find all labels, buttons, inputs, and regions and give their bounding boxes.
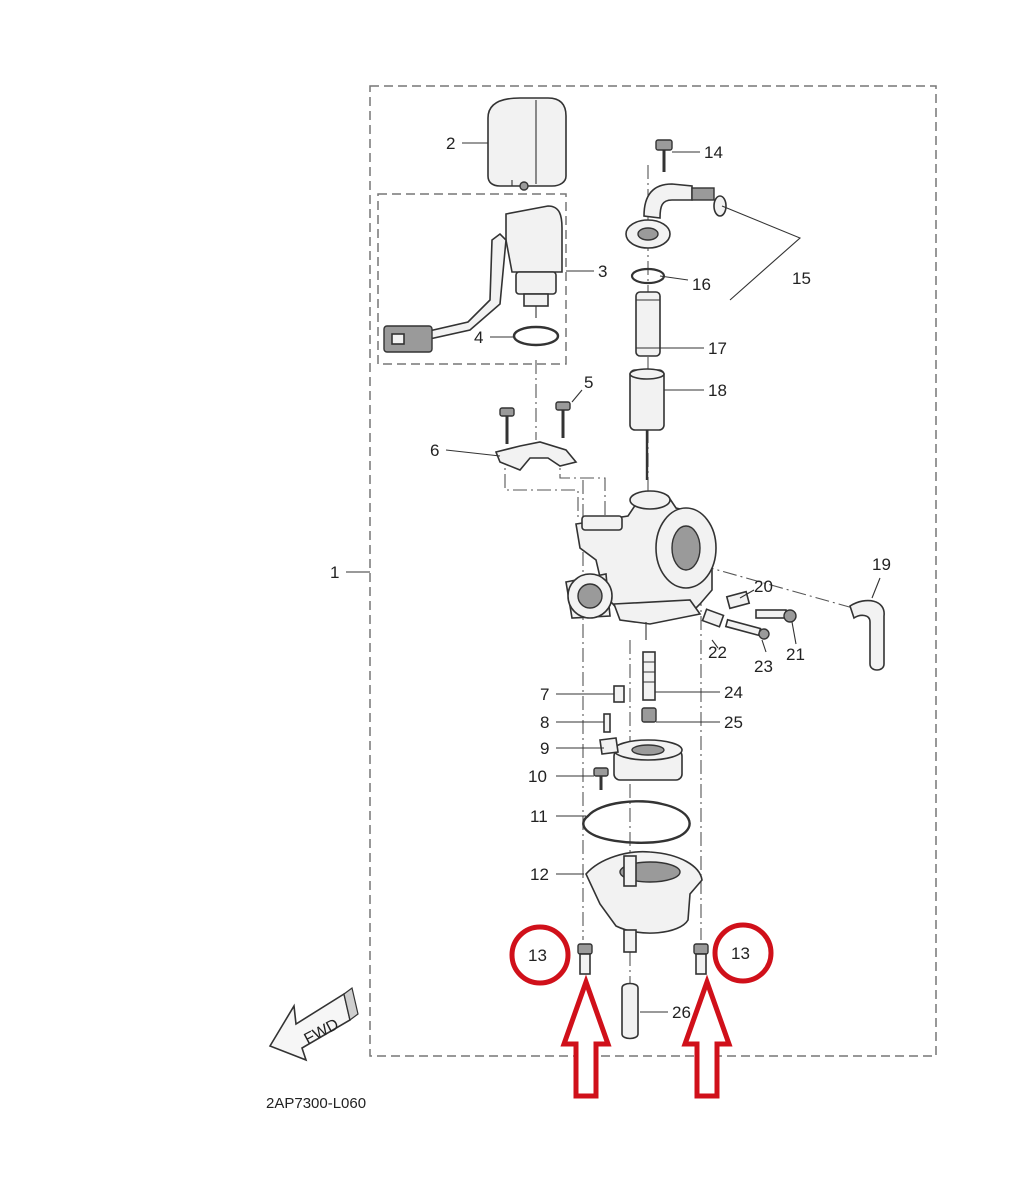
part-7 — [613, 685, 625, 703]
callout-5: 5 — [584, 373, 593, 392]
callout-7: 7 — [540, 685, 549, 704]
callout-12: 12 — [530, 865, 549, 884]
part-screw-14 — [655, 139, 673, 172]
fwd-arrow: FWD — [268, 986, 359, 1062]
part-spring-17 — [635, 291, 661, 357]
part-float-bowl-12 — [585, 850, 703, 953]
part-needle-jet-24 — [642, 651, 656, 701]
part-pilot-screws-20-23 — [701, 590, 797, 640]
part-screws-5 — [499, 401, 571, 444]
part-drain-hose-26 — [621, 982, 639, 1040]
sub-assembly-frame — [377, 193, 567, 365]
callout-24: 24 — [724, 683, 743, 702]
callout-21: 21 — [786, 645, 805, 664]
highlight-circle-left — [509, 924, 571, 986]
catalog-code: 2AP7300-L060 — [266, 1095, 366, 1112]
callout-19: 19 — [872, 555, 891, 574]
callout-6: 6 — [430, 441, 439, 460]
part-o-ring-4 — [512, 325, 560, 347]
part-screws-13 — [577, 943, 709, 975]
callout-20: 20 — [754, 577, 773, 596]
callout-22: 22 — [708, 643, 727, 662]
part-cable-elbow-15 — [625, 183, 727, 249]
part-gasket-11 — [582, 800, 691, 844]
part-throttle-valve-18 — [629, 368, 665, 480]
highlight-arrows — [560, 974, 733, 1099]
callout-13-right: 13 — [731, 944, 750, 963]
callout-23: 23 — [754, 657, 773, 676]
assembly-frame — [369, 85, 937, 1057]
part-hose-19 — [849, 599, 885, 671]
callout-25: 25 — [724, 713, 743, 732]
callout-18: 18 — [708, 381, 727, 400]
callout-4: 4 — [474, 328, 483, 347]
part-ring-16 — [630, 267, 666, 285]
part-plate-6 — [494, 441, 578, 471]
callout-15: 15 — [792, 269, 811, 288]
callout-17: 17 — [708, 339, 727, 358]
part-choke-cover — [487, 97, 567, 191]
callout-2: 2 — [446, 134, 455, 153]
highlight-circle-right — [712, 922, 774, 984]
callout-8: 8 — [540, 713, 549, 732]
part-auto-choke — [383, 205, 563, 353]
callout-11: 11 — [530, 807, 548, 826]
part-pin-8 — [603, 713, 611, 733]
callout-16: 16 — [692, 275, 711, 294]
red-arrow-up-left-icon — [560, 974, 612, 1099]
callout-3: 3 — [598, 262, 607, 281]
callout-9: 9 — [540, 739, 549, 758]
highlight-circles — [509, 922, 774, 986]
part-main-jet-25 — [641, 707, 657, 723]
part-float-9 — [599, 737, 683, 781]
callout-14: 14 — [704, 143, 723, 162]
callout-labels: 1 2 3 4 5 6 7 8 9 10 11 12 13 13 14 15 1… — [330, 134, 891, 1022]
red-arrow-up-right-icon — [681, 974, 733, 1099]
callout-1: 1 — [330, 563, 339, 582]
part-screw-10 — [593, 767, 609, 790]
callout-26: 26 — [672, 1003, 691, 1022]
callout-13-left: 13 — [528, 946, 547, 965]
leader-lines — [346, 142, 881, 1013]
callout-10: 10 — [528, 767, 547, 786]
part-carburetor-body — [565, 490, 717, 640]
